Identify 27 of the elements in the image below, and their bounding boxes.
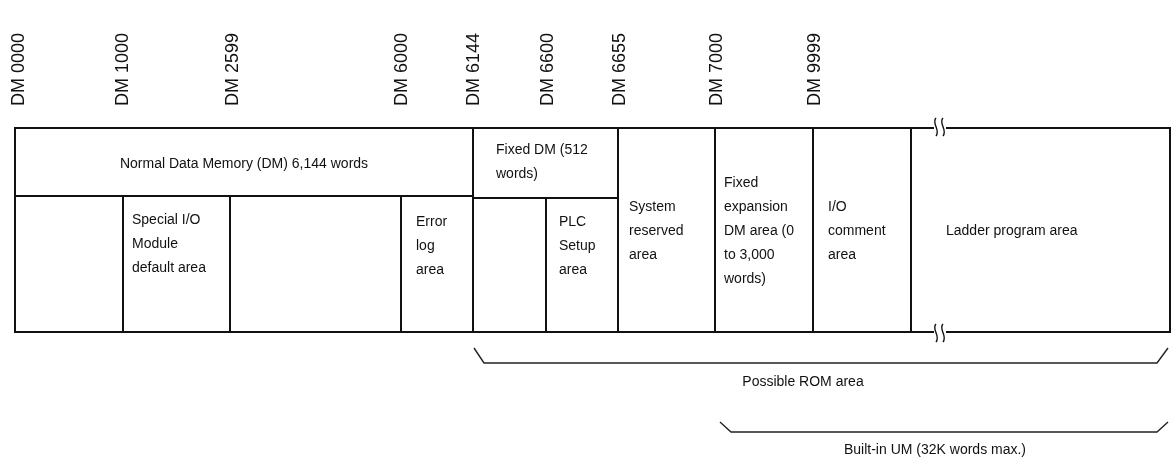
area-label: Special I/O Module default area [132, 210, 207, 277]
address-label: DM 6000 [391, 32, 411, 106]
address-label: DM 9999 [804, 32, 824, 106]
address-label: DM 7000 [706, 32, 726, 106]
address-label: DM 1000 [112, 32, 132, 106]
memory-area-box [812, 127, 912, 333]
memory-area-box [122, 195, 231, 333]
area-label: Ladder program area [946, 221, 1079, 240]
bracket-label: Built-in UM (32K words max.) [844, 441, 1026, 457]
address-label: DM 6144 [463, 32, 483, 106]
bracket-label: Possible ROM area [742, 373, 864, 389]
address-label: DM 6655 [609, 32, 629, 106]
address-label: DM 0000 [8, 32, 28, 106]
memory-area-box [714, 127, 814, 333]
area-label: Fixed expansion DM area (0 to 3,000 words) [724, 173, 796, 288]
area-label: Normal Data Memory (DM) 6,144 words [118, 154, 370, 173]
area-label: Error log area [416, 212, 449, 279]
area-label: Fixed DM (512 words) [496, 140, 589, 183]
area-label: System reserved area [629, 197, 685, 264]
empty-memory-cell [14, 195, 124, 333]
area-label: PLC Setup area [559, 212, 597, 279]
address-label: DM 2599 [222, 32, 242, 106]
area-label: I/O comment area [828, 197, 887, 264]
address-label: DM 6600 [537, 32, 557, 106]
memory-area-box [617, 127, 716, 333]
memory-area-box [400, 195, 474, 333]
memory-area-box [910, 127, 1171, 333]
